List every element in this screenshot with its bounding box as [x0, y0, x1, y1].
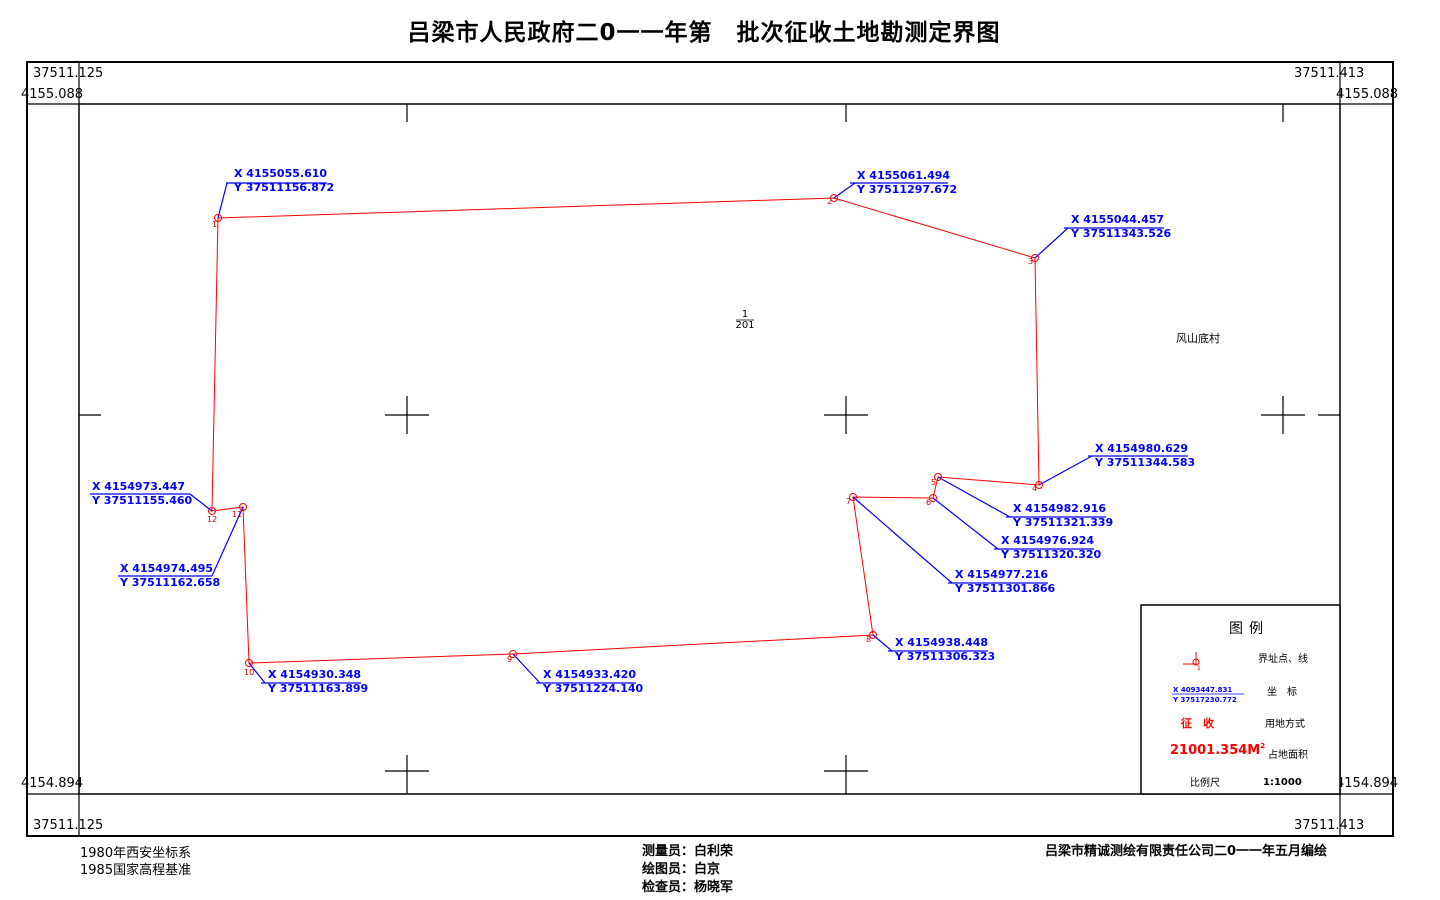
leader-line-5 [937, 476, 1011, 518]
corner-top-right-x: 4155.088 [1336, 87, 1398, 102]
boundary-point-1 [214, 214, 222, 222]
boundary-point-6 [929, 494, 937, 502]
point-number-4: 4 [1032, 484, 1037, 493]
boundary-point-12 [208, 507, 216, 515]
point-number-8: 8 [866, 635, 871, 644]
leader-line-4 [1038, 455, 1093, 486]
corner-bottom-left-x: 4154.894 [21, 776, 83, 791]
legend-box [1140, 604, 1341, 795]
inner-frame [78, 103, 1341, 795]
coord-y-4: Y 37511344.583 [1094, 456, 1195, 469]
coord-y-11: Y 37511162.658 [119, 576, 220, 589]
coord-x-7: X 4154977.216 [955, 568, 1048, 581]
corner-top-left-y: 37511.125 [33, 66, 103, 81]
boundary-point-3 [1031, 254, 1039, 262]
outer-frame [26, 61, 1394, 837]
corner-bottom-right-y: 37511.413 [1294, 818, 1364, 833]
leader-line-6 [932, 497, 999, 550]
point-number-6: 6 [926, 498, 931, 507]
legend-boundary-sample-num: 1 [1197, 665, 1201, 672]
legend-landuse-label: 用地方式 [1265, 717, 1305, 730]
coord-y-3: Y 37511343.526 [1070, 227, 1172, 240]
boundary-point-2 [830, 194, 838, 202]
coord-y-10: Y 37511163.899 [267, 682, 368, 695]
corner-top-left-x: 4155.088 [21, 87, 83, 102]
point-number-12: 12 [207, 515, 217, 524]
footer-company: 吕梁市精诚测绘有限责任公司二0一一年五月编绘 [1045, 843, 1327, 859]
coord-y-5: Y 37511321.339 [1012, 516, 1113, 529]
leader-line-8 [872, 634, 893, 652]
leader-line-9 [512, 653, 541, 684]
boundary-point-11 [239, 503, 247, 511]
boundary-point-10 [245, 659, 253, 667]
legend-coord-x: X 4093447.831 [1173, 686, 1232, 694]
coord-y-12: Y 37511155.460 [91, 494, 193, 507]
footer-drafter: 绘图员：白京 [642, 861, 720, 877]
leader-line-1 [217, 182, 228, 219]
legend: 图例 1 界址点、线 X 4093447.831 Y 37517230.772 … [1140, 604, 1341, 795]
leader-line-12 [189, 493, 213, 512]
boundary-point-7 [849, 493, 857, 501]
coord-x-12: X 4154973.447 [92, 480, 185, 493]
point-number-9: 9 [507, 655, 512, 664]
point-number-7: 7 [846, 497, 851, 506]
corner-bottom-right-x: 4154.894 [1336, 776, 1398, 791]
legend-area-value: 21001.354M2 [1170, 742, 1265, 758]
parcel-number-top: 1 [742, 309, 748, 320]
coord-y-9: Y 37511224.140 [542, 682, 644, 695]
coord-y-8: Y 37511306.323 [894, 650, 995, 663]
coord-y-2: Y 37511297.672 [856, 183, 957, 196]
coord-x-11: X 4154974.495 [120, 562, 213, 575]
point-number-10: 10 [244, 668, 254, 677]
corner-top-right-y: 37511.413 [1294, 66, 1364, 81]
coord-x-5: X 4154982.916 [1013, 502, 1106, 515]
point-number-11: 11 [232, 510, 242, 519]
point-number-1: 1 [212, 220, 217, 229]
leader-line-3 [1034, 227, 1069, 259]
boundary-point-9 [509, 650, 517, 658]
coord-x-1: X 4155055.610 [234, 167, 327, 180]
leader-line-10 [248, 662, 266, 684]
coord-y-1: Y 37511156.872 [233, 181, 334, 194]
leader-line-7 [852, 496, 953, 584]
village-label: 风山底村 [1176, 331, 1220, 345]
point-number-5: 5 [931, 478, 936, 487]
map-title: 吕梁市人民政府二0一一年第 批次征收土地勘测定界图 [407, 19, 1000, 46]
footer-surveyor: 测量员：白利荣 [642, 843, 734, 859]
coord-y-6: Y 37511320.320 [1000, 548, 1102, 561]
legend-scale-label: 比例尺 [1190, 776, 1220, 789]
parcel-number-bottom: 201 [735, 320, 754, 331]
leader-line-2 [833, 182, 856, 199]
leader-line-11 [211, 506, 244, 577]
legend-coord-y: Y 37517230.772 [1172, 696, 1237, 704]
legend-landuse-value: 征 收 [1181, 716, 1214, 730]
legend-boundary-label: 界址点、线 [1258, 652, 1308, 665]
frame-ticks [27, 62, 1393, 836]
boundary-point-5 [934, 473, 942, 481]
coord-x-2: X 4155061.494 [857, 169, 950, 182]
coord-x-3: X 4155044.457 [1071, 213, 1164, 226]
legend-area-label: 占地面积 [1268, 748, 1308, 761]
footer-coord-system: 1980年西安坐标系 [80, 846, 191, 861]
legend-scale-value: 1:1000 [1263, 777, 1302, 788]
legend-boundary-point-icon [1192, 658, 1200, 666]
coord-x-9: X 4154933.420 [543, 668, 636, 681]
coord-y-7: Y 37511301.866 [954, 582, 1056, 595]
footer-elevation-system: 1985国家高程基准 [80, 862, 191, 878]
coord-x-6: X 4154976.924 [1001, 534, 1094, 547]
coord-x-8: X 4154938.448 [895, 636, 988, 649]
footer-checker: 检查员：杨晓军 [642, 879, 733, 895]
point-number-3: 3 [1028, 257, 1033, 266]
legend-coord-label: 坐 标 [1267, 686, 1297, 698]
corner-bottom-left-y: 37511.125 [33, 818, 103, 833]
boundary-polygon [211, 197, 1040, 664]
coord-x-4: X 4154980.629 [1095, 442, 1188, 455]
point-number-2: 2 [827, 197, 832, 206]
boundary-point-4 [1035, 481, 1043, 489]
legend-title: 图例 [1229, 621, 1269, 637]
coord-x-10: X 4154930.348 [268, 668, 361, 681]
boundary-point-8 [869, 631, 877, 639]
